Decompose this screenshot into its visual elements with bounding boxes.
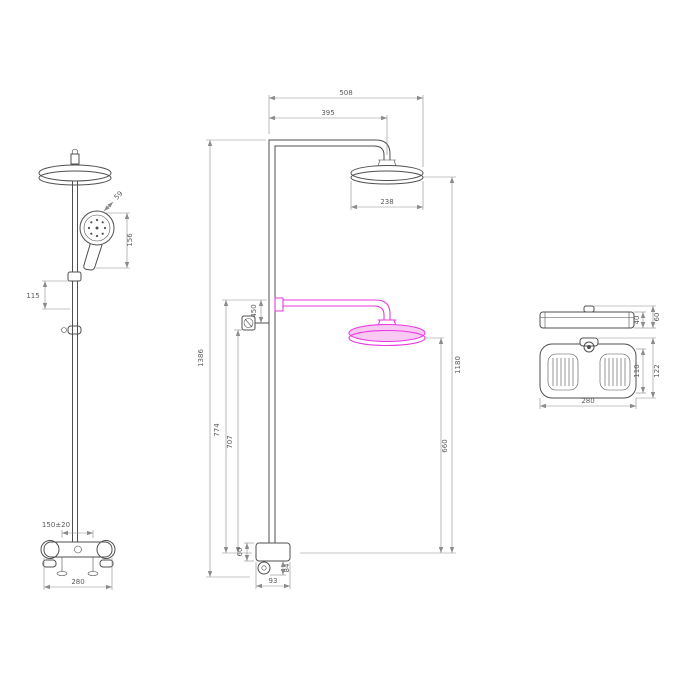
dim-knob-drop-group: 84 [270, 561, 291, 576]
dim-head-diameter-group: 238 [350, 181, 424, 210]
dim-profile-thickness: 40 [633, 316, 641, 325]
right-drain-slots [599, 353, 631, 391]
dim-overall-height: 1386 [197, 349, 205, 367]
dim-shelf-depth-outer-group: 122 [598, 337, 661, 399]
right-view: 40 60 [539, 305, 661, 409]
dim-inlet-spacing-group: 150±20 [42, 521, 94, 538]
dim-lower-segment-group: 707 [226, 329, 242, 553]
dim-valve-width-group: 93 [255, 562, 291, 589]
dim-hand-shower-length: 156 [126, 233, 134, 247]
dim-lower-head-height-group: 660 [425, 337, 449, 553]
dim-holder-offset-group: 115 [26, 280, 70, 310]
dim-head-diameter: 238 [380, 198, 393, 206]
dim-column-height: 1180 [454, 356, 462, 374]
mixer-valve [40, 540, 116, 576]
right-inlet-flange [87, 571, 99, 576]
dim-upper-segment-group: 774 [213, 299, 267, 554]
dim-shelf-depth-outer: 122 [653, 364, 661, 377]
highlighted-lower-arm [274, 297, 397, 327]
dim-overall-projection: 508 [339, 89, 352, 97]
dim-overall-width: 280 [71, 578, 84, 586]
dim-valve-height-group: 60 [236, 542, 254, 562]
dim-inlet-spacing: 150±20 [42, 521, 70, 529]
dim-lower-segment: 707 [226, 435, 234, 448]
dim-bracket-height-group: 450 [250, 300, 264, 323]
dim-hand-shower-diameter-group: 59 [103, 190, 125, 212]
dim-profile-height-group: 60 [594, 305, 661, 329]
dim-column-height-group: 1180 [300, 176, 462, 554]
left-inlet-flange [56, 571, 68, 576]
rain-shower-head [38, 148, 112, 186]
left-drain-slots [547, 353, 579, 391]
rail-slider [61, 325, 82, 335]
dim-upper-segment: 774 [213, 423, 221, 437]
shower-rail [72, 164, 78, 543]
dim-valve-width: 93 [269, 577, 278, 585]
dim-hand-shower-length-group: 156 [96, 212, 134, 269]
dim-overall-projection-group: 508 [268, 89, 424, 167]
dim-profile-thickness-group: 40 [633, 311, 646, 329]
right-handle [99, 559, 114, 568]
dim-shelf-width-group: 280 [539, 397, 637, 409]
highlighted-lower-head [348, 323, 426, 347]
shelf-top-view [539, 337, 637, 399]
dim-holder-offset: 115 [26, 292, 39, 300]
upper-shower-arm [268, 139, 397, 167]
dim-shelf-depth-inner: 110 [633, 364, 641, 377]
hand-shower [67, 210, 115, 282]
middle-view: 508 395 238 450 1180 660 [197, 89, 462, 589]
left-view: 59 156 115 150±20 280 [26, 148, 134, 590]
hand-shower-holder [67, 271, 82, 282]
riser-pipe [268, 139, 276, 554]
dim-valve-height: 60 [236, 548, 244, 557]
dim-knob-drop: 84 [283, 563, 291, 572]
diverter-valve [255, 542, 291, 575]
shelf-side-profile [539, 305, 635, 329]
dim-arm-reach-group: 395 [269, 109, 388, 155]
dim-overall-height-group: 1386 [197, 139, 266, 578]
dim-bracket-height: 450 [250, 304, 258, 317]
left-handle [42, 559, 57, 568]
dim-shelf-depth-inner-group: 110 [633, 348, 646, 394]
upper-rain-head [350, 165, 424, 185]
wall-bracket [241, 315, 270, 331]
dim-hand-shower-diameter: 59 [113, 190, 125, 202]
dim-profile-height: 60 [653, 313, 661, 322]
dim-overall-width-group: 280 [43, 558, 113, 590]
dim-arm-reach: 395 [321, 109, 334, 117]
clamp-profile [583, 305, 595, 313]
dim-lower-head-height: 660 [441, 439, 449, 452]
dim-shelf-width: 280 [581, 397, 594, 405]
